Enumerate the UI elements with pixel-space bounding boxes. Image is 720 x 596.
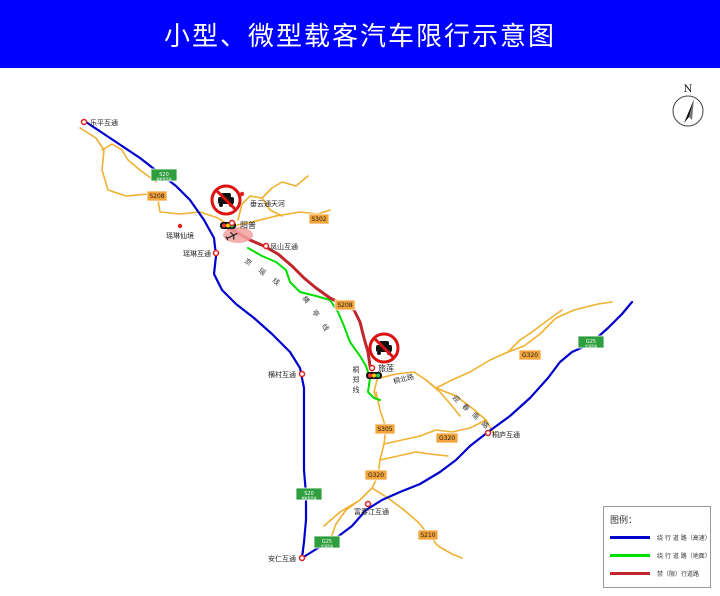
road-s302 xyxy=(231,209,331,227)
shield-s305: S305 xyxy=(374,423,396,435)
shield-s20-top-sub: 杭新景高速 xyxy=(156,176,171,181)
shield-g25-right-code: G25 xyxy=(586,339,596,345)
shield-s210-code: S210 xyxy=(420,532,435,539)
shield-s20-bottom: S20 杭新景高速 xyxy=(295,487,323,501)
road-s210 xyxy=(371,487,463,559)
airplane-icon xyxy=(225,231,238,241)
compass: N xyxy=(672,84,704,127)
scenic-markers xyxy=(177,191,245,229)
traffic-light-icon xyxy=(366,372,382,379)
compass-north-label: N xyxy=(684,84,693,95)
label-yangpu: 阳普 xyxy=(240,220,256,230)
marker-fenshan xyxy=(262,242,270,250)
marker-anren xyxy=(298,554,306,562)
marker-fuchunjiang xyxy=(364,500,372,508)
shield-s305-code: S305 xyxy=(377,426,392,433)
provincial-roads xyxy=(79,127,613,559)
shield-s302: S302 xyxy=(308,213,330,225)
shield-g320-right: G320 xyxy=(518,349,542,361)
label-leping: 乐平互通 xyxy=(90,118,118,127)
road-s305 xyxy=(323,391,387,527)
shield-g320-mid-code: G320 xyxy=(439,435,455,442)
legend-label-restricted: 禁（限）行道路 xyxy=(657,571,700,578)
label-tonglu: 桐庐互通 xyxy=(492,430,520,439)
shield-s20-bottom-sub: 杭新景高速 xyxy=(301,495,316,500)
shield-g25-right: G25 长深高速 xyxy=(577,335,605,349)
shield-s208-left: S208 xyxy=(146,190,168,202)
legend-item-highway: 绕 行 道 路（高速） xyxy=(610,533,711,542)
legend-title: 图例： xyxy=(610,516,638,526)
road-north-branch xyxy=(237,175,309,221)
marker-yangpu xyxy=(228,219,236,227)
page-title: 小型、微型载客汽车限行示意图 xyxy=(163,21,556,52)
detour-ground-road xyxy=(247,247,381,401)
legend-item-detour: 绕 行 道 路（地面） xyxy=(610,551,711,560)
shield-s208-left-code: S208 xyxy=(149,193,164,200)
road-southwest xyxy=(329,499,361,541)
shield-s208-mid: S208 xyxy=(334,299,356,311)
label-yaolin-interchange: 瑶琳互通 xyxy=(183,249,211,258)
shield-s20-bottom-code: S20 xyxy=(304,491,314,497)
shield-g320-mid: G320 xyxy=(435,432,459,444)
shield-s302-code: S302 xyxy=(311,216,326,223)
road-tongzheng-orange xyxy=(373,375,379,399)
header-bar: 小型、微型载客汽车限行示意图 xyxy=(0,0,720,68)
road-g320-north xyxy=(435,301,613,389)
road-north-branch-2 xyxy=(261,197,283,217)
shield-g320-right-code: G320 xyxy=(522,352,538,359)
label-fenshan: 凤山互通 xyxy=(270,242,298,251)
shield-s210: S210 xyxy=(417,529,439,541)
shield-g25-bottom: G25 长深高速 xyxy=(313,535,341,549)
shield-g25-right-sub: 长深高速 xyxy=(585,343,597,348)
legend-swatch-restricted xyxy=(610,572,650,575)
legend-label-highway: 绕 行 道 路（高速） xyxy=(657,535,711,542)
marker-yaolin-scenic xyxy=(177,223,183,229)
highway-routes xyxy=(84,120,634,560)
shield-g25-bottom-sub: 长深高速 xyxy=(321,543,333,548)
map-legend: 图例： 绕 行 道 路（高速） 绕 行 道 路（地面） 禁（限）行道路 xyxy=(603,506,711,588)
shield-s20-top-code: S20 xyxy=(159,172,169,178)
restriction-map: 乐平互通 瑶琳仙境 瑶琳互通 垂云通天河 阳普 凤山互通 横村互通 旅莲 桐庐互… xyxy=(79,84,704,563)
road-label-tongzheng: 桐郑线 xyxy=(352,365,360,396)
restricted-road xyxy=(222,224,374,372)
road-west-branch xyxy=(101,143,157,183)
legend-item-restricted: 禁（限）行道路 xyxy=(610,569,699,578)
marker-yaolin-interchange xyxy=(212,249,220,257)
legend-swatch-highway xyxy=(610,536,650,539)
shield-g320-low: G320 xyxy=(364,469,388,481)
road-label-jingyao: 京瑶线 xyxy=(243,256,290,293)
label-zhongbei: 旅莲 xyxy=(378,363,394,373)
compass-arrow-icon xyxy=(684,99,694,123)
label-yunyun: 垂云通天河 xyxy=(250,199,285,208)
shield-s208-mid-code: S208 xyxy=(337,302,352,309)
marker-hengcun xyxy=(298,370,306,378)
no-car-sign-icon xyxy=(210,184,242,216)
road-g320-low xyxy=(379,451,449,461)
shield-g25-bottom-code: G25 xyxy=(322,539,332,545)
marker-zhongbei xyxy=(368,364,376,372)
no-car-sign-icon xyxy=(368,332,400,364)
place-markers xyxy=(80,118,492,562)
legend-swatch-detour xyxy=(610,554,650,557)
label-fuchunjiang: 富春江互通 xyxy=(354,507,389,516)
road-g320-south xyxy=(383,419,487,445)
label-yaolin-scenic: 瑶琳仙境 xyxy=(166,231,194,240)
road-g320-branch xyxy=(507,309,563,353)
marker-yunyun xyxy=(239,191,245,197)
restricted-zone-highlight xyxy=(223,227,253,243)
shield-g320-low-code: G320 xyxy=(368,472,384,479)
label-hengcun: 横村互通 xyxy=(268,370,296,379)
legend-label-detour: 绕 行 道 路（地面） xyxy=(657,553,711,560)
marker-tonglu xyxy=(484,429,492,437)
label-anren: 安仁互通 xyxy=(268,554,296,563)
road-east-riverside xyxy=(425,379,461,417)
marker-leping xyxy=(80,118,88,126)
shield-s20-top: S20 杭新景高速 xyxy=(150,168,178,182)
